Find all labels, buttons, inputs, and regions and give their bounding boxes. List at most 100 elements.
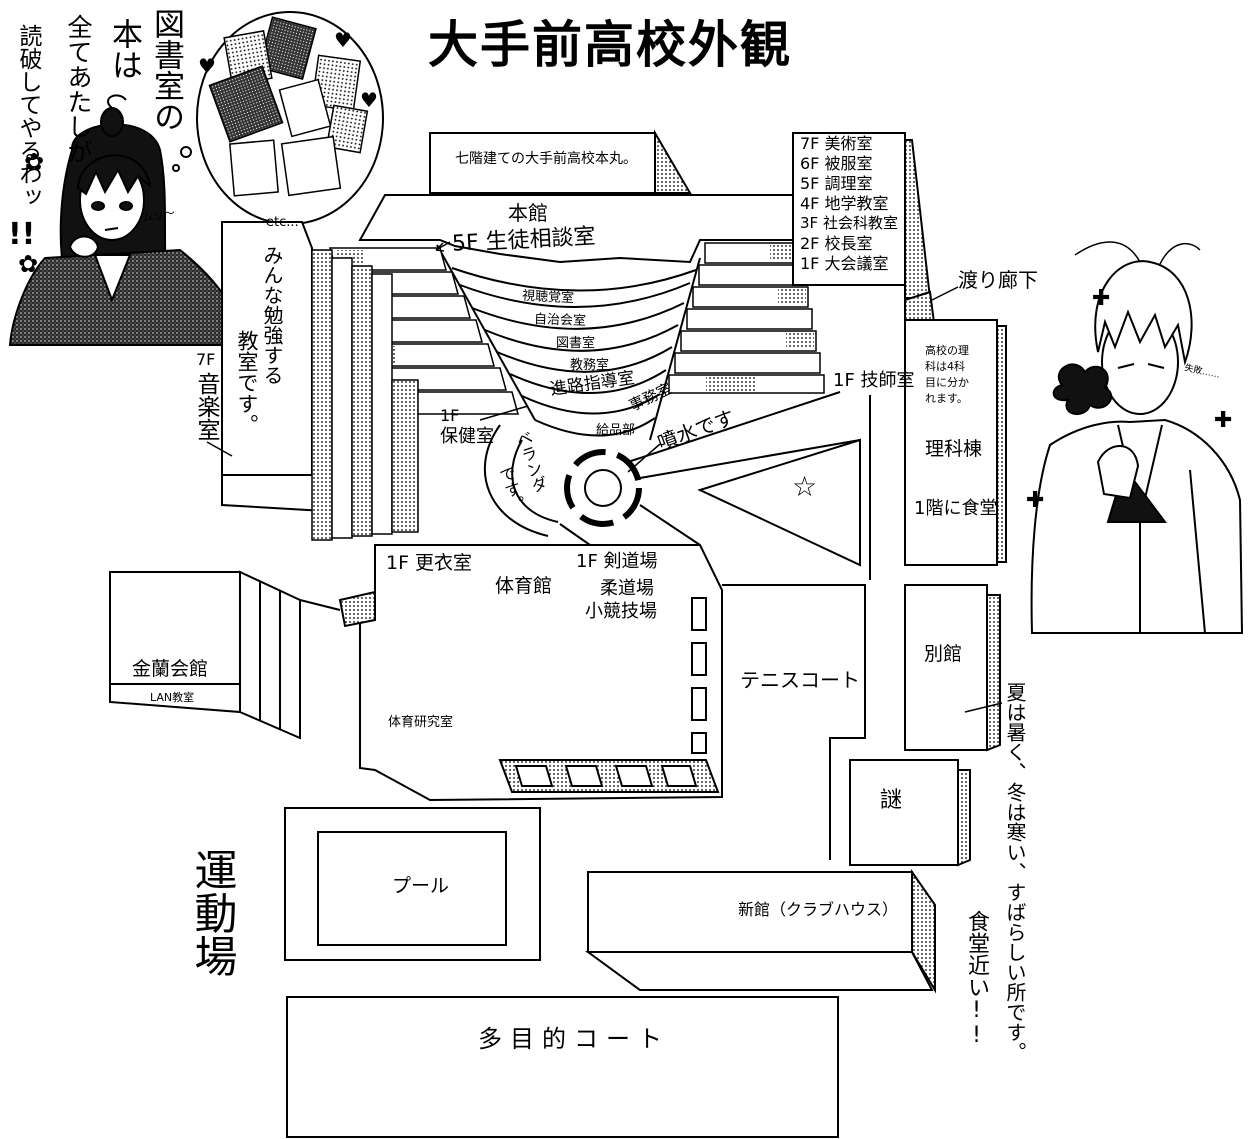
courtyard (484, 391, 871, 580)
campus-buildings (109, 129, 1007, 1138)
mystery-building (849, 759, 959, 866)
heart-icon (198, 56, 216, 76)
cafeteria-comment: 食堂近い!! (964, 910, 989, 1048)
tower-side (904, 139, 932, 299)
gym-window (614, 765, 654, 787)
girl-collar (93, 254, 132, 303)
locker-room-label: 1F 更衣室 (386, 552, 473, 574)
infirmary-pointer (479, 405, 529, 421)
wing-row-shade (706, 377, 756, 391)
lan-room-label: LAN教室 (150, 691, 195, 704)
mystery-label: 謎 (880, 788, 903, 813)
courtyard-garden (697, 438, 861, 567)
gym-research-room: 体育研究室 (388, 715, 454, 730)
science-building-side (996, 325, 1007, 563)
engineer-room-label: 1F 技師室 (833, 370, 915, 391)
tower-building (792, 132, 906, 286)
arc-band (496, 346, 673, 373)
veranda-outer (484, 424, 549, 537)
fountain-core (584, 469, 622, 507)
heart-icon (360, 90, 378, 110)
main-hall-name: 本館 (508, 201, 548, 225)
bubble-dot (172, 164, 180, 172)
field-label: 運動場 (187, 848, 237, 977)
walkway (559, 523, 591, 546)
wing-row (674, 352, 821, 374)
dojo-label: 1F 剣道場 (576, 551, 658, 572)
arc-band (521, 393, 661, 415)
bubble-dot (180, 146, 192, 158)
tower-floor: 6F 被服室 (800, 154, 873, 173)
guy-character (1030, 241, 1244, 634)
leader-lines (206, 241, 1003, 713)
wing-row (698, 264, 805, 286)
guy-hair-antenna (1074, 241, 1141, 263)
girl-speech-line: 本は (106, 18, 142, 80)
veranda-inner (511, 439, 559, 523)
girl-eye-right (119, 201, 133, 211)
book (325, 104, 369, 154)
wing-row-shade (770, 245, 798, 261)
gym-window (660, 765, 698, 787)
book (280, 135, 342, 197)
room-label: 図書室 (556, 336, 596, 351)
guy-smoke (1052, 363, 1113, 415)
annex-name: 別館 (924, 643, 963, 665)
gym-side-window (691, 642, 707, 676)
room-label: 自治会室 (533, 312, 587, 329)
infirmary-label: 保健室 (440, 426, 494, 447)
arc-band (451, 267, 697, 292)
bubble-etc: etc... (266, 215, 299, 230)
girl-speech-line: 図書室の (148, 8, 184, 132)
room-label: 教務室 (570, 358, 610, 373)
cross-icon (1026, 490, 1044, 512)
science-note-line: 目に分か (925, 376, 969, 389)
guy-hand (1096, 445, 1140, 500)
arc-band (484, 324, 679, 352)
main-hall-top-block (429, 132, 656, 194)
cross-icon (1092, 288, 1110, 310)
science-building-name: 理科棟 (925, 438, 983, 460)
music-room-floor: 7F (196, 350, 216, 369)
book (208, 65, 284, 143)
dojo-label: 小競技場 (585, 601, 657, 622)
tower-floor: 1F 大会議室 (800, 254, 889, 273)
walkway (639, 504, 701, 546)
arc-band (534, 417, 656, 437)
infirmary-floor: 1F (440, 406, 460, 425)
kinran-hall-side (239, 570, 301, 740)
tennis-court (722, 584, 866, 860)
gym-side-window (691, 732, 707, 754)
gym-connector (338, 590, 376, 628)
heart-icon (334, 30, 352, 50)
guy-eye-right (1147, 363, 1165, 369)
book (278, 78, 332, 138)
new-hall-side (911, 868, 936, 994)
gym-side-window (691, 687, 707, 721)
girl-speech-line: 全てあたしが (64, 14, 93, 164)
science-note-line: 高校の理 (925, 344, 969, 357)
annex-side (986, 594, 1001, 752)
new-hall-base (584, 951, 934, 991)
wing-row (680, 330, 817, 352)
stepped-wing (351, 265, 373, 537)
wing-row (686, 308, 813, 330)
wing-row-shade (786, 333, 814, 349)
classroom-note: 教室です。 (235, 330, 259, 435)
counsel-room-arrow (435, 241, 451, 252)
girl-hand (68, 235, 100, 258)
girl-speech-exclaim: !! (8, 217, 36, 252)
gym-name: 体育館 (495, 575, 553, 597)
tower-floor: 2F 校長室 (800, 234, 873, 253)
dojo-label: 柔道場 (600, 578, 654, 599)
tower-floor: 4F 地学教室 (800, 194, 889, 213)
annex-comment: 夏は暑く、冬は寒い、すばらしい所です。 (1003, 682, 1027, 1062)
girl-bangs (76, 154, 152, 196)
walkway (639, 439, 861, 479)
kinran-hall-name: 金蘭会館 (132, 658, 209, 680)
corridor-label: 渡り廊下 (958, 268, 1038, 292)
tower-floor: 3F 社会科教室 (800, 214, 898, 232)
guy-hair-antenna (1159, 242, 1201, 265)
girl-speech-line: 読破してやるわッ (15, 24, 41, 208)
